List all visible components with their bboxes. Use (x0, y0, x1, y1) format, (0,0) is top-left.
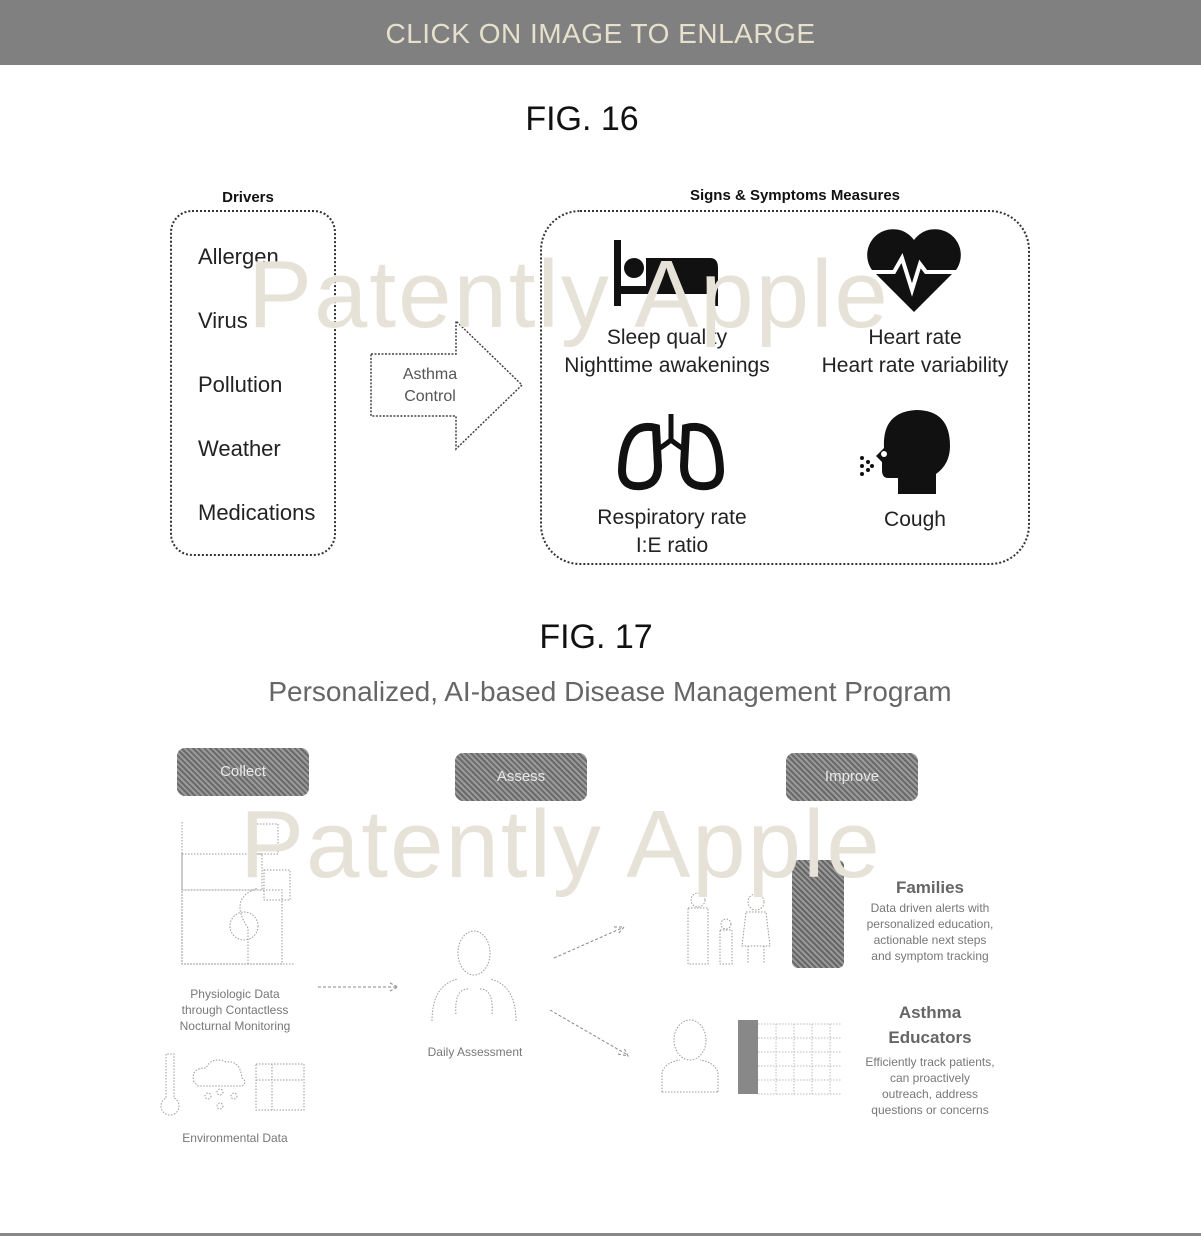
signs-label: Signs & Symptoms Measures (689, 187, 901, 204)
heart-rate-icon (866, 229, 962, 312)
step-assess: Assess (455, 753, 587, 801)
arrow-label-line: Asthma (402, 366, 458, 383)
driver-item: Virus (198, 308, 248, 333)
families-title: Families (895, 878, 965, 897)
dashboard-table-icon (738, 1020, 842, 1095)
fig17-title: FIG. 17 (539, 618, 653, 656)
fig16-title: FIG. 16 (525, 100, 639, 138)
drivers-box: Allergen Virus Pollution Weather Medicat… (170, 210, 336, 556)
driver-item: Medications (198, 500, 316, 525)
arrow-label-line: Control (404, 388, 456, 405)
lungs-icon (617, 414, 725, 491)
bedroom-monitor-icon (181, 822, 294, 965)
arrow-label: Asthma Control (380, 364, 480, 408)
phone-app-icon (792, 860, 844, 968)
environment-icons (160, 1053, 305, 1116)
driver-item: Pollution (198, 372, 283, 397)
arrow-collect-assess (318, 982, 400, 992)
cloud-rain-icon (192, 1059, 246, 1087)
watermark: Patently Apple (240, 791, 882, 898)
educator-icon (661, 1019, 719, 1093)
step-collect: Collect (177, 748, 309, 796)
educators-text: Efficiently track patients,can proactive… (865, 1055, 995, 1117)
cough-icon (860, 410, 950, 494)
factory-icon (255, 1063, 305, 1111)
drivers-label: Drivers (222, 189, 274, 206)
family-icon (687, 892, 771, 965)
thermometer-icon (160, 1053, 180, 1116)
enlarge-banner[interactable]: CLICK ON IMAGE TO ENLARGE (0, 0, 1201, 65)
bottom-divider (0, 1233, 1201, 1236)
driver-item: Weather (198, 436, 281, 461)
patient-lungs-icon (431, 930, 517, 1022)
bed-icon (614, 240, 718, 306)
asthma-control-arrow (370, 319, 524, 451)
arrow-assess-families (553, 926, 626, 959)
driver-item: Allergen (198, 244, 279, 269)
step-improve: Improve (786, 753, 918, 801)
watermark: Patently Apple (248, 241, 890, 348)
sign-cough: Cough (884, 508, 946, 531)
fig17-subtitle: Personalized, AI-based Disease Managemen… (268, 676, 952, 707)
assess-caption: Daily Assessment (427, 1045, 523, 1059)
env-caption: Environmental Data (182, 1131, 288, 1145)
arrow-assess-educators (549, 1009, 629, 1057)
